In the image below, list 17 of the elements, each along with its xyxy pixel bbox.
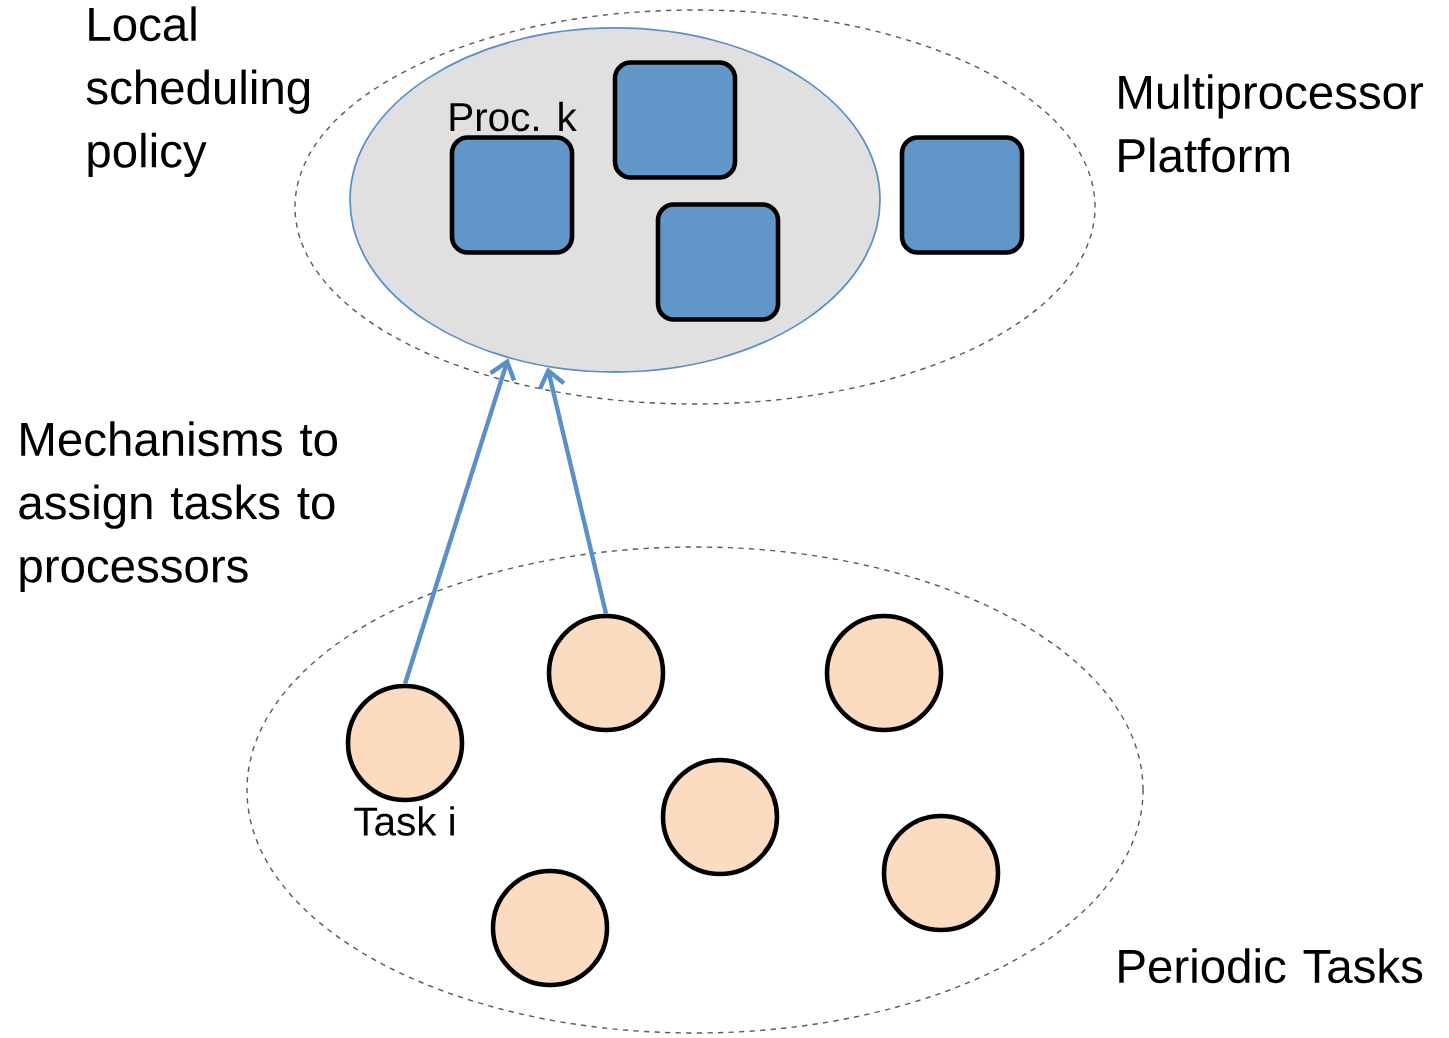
caption-text: Local scheduling policy	[86, 6, 310, 178]
caption-text: Mechanisms to assign tasks to processors	[19, 421, 337, 593]
task-circle	[546, 613, 666, 733]
node-label: Task i	[354, 806, 454, 836]
processor-box	[899, 135, 1025, 255]
processor-box: Proc. k	[449, 101, 577, 255]
processor-box	[612, 60, 738, 180]
task-circle	[660, 757, 780, 877]
processor-box	[655, 202, 781, 322]
task-circle	[824, 613, 944, 733]
caption-text: Multiprocessor Platform	[1119, 74, 1424, 173]
task-circle	[881, 813, 1001, 933]
arrow	[402, 358, 517, 685]
task-circle	[490, 868, 610, 988]
caption-text: Periodic Tasks	[1119, 948, 1423, 984]
arrow	[538, 367, 609, 615]
node-label: Proc. k	[450, 101, 577, 132]
